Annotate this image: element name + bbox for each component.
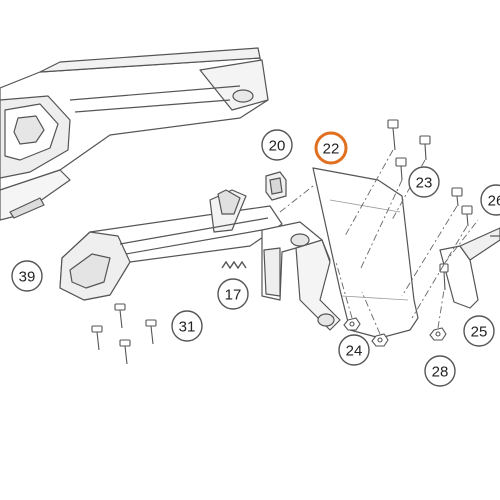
callout-circle [480,184,500,216]
callout-24: 24 [338,334,370,366]
callout-label: 26 [488,193,500,210]
callout-label: 31 [179,319,196,336]
callout-label: 24 [346,343,363,360]
callout-25: 25 [463,315,495,347]
callout-label: 22 [323,141,340,158]
callout-circle [338,334,370,366]
callout-label: 20 [269,138,286,155]
callout-label: 25 [471,324,488,341]
callout-label: 17 [225,287,242,304]
callout-circle [408,166,440,198]
callout-circle [217,278,249,310]
callout-26: 26 [480,184,500,216]
callout-circle [314,131,348,165]
callout-23: 23 [408,166,440,198]
callout-28: 28 [424,355,456,387]
screws [91,119,473,365]
callout-circle [261,129,293,161]
callout-circle [463,315,495,347]
callout-circle [424,355,456,387]
callout-22: 22 [314,131,348,165]
callout-label: 39 [19,269,36,286]
bracket-part-25 [439,227,500,309]
callout-label: 28 [432,364,449,381]
upper-frame-part [0,47,269,221]
clip-part-20 [265,171,287,201]
callout-circle [11,260,43,292]
callout-label: 23 [416,175,433,192]
plate-part-22 [312,167,419,339]
callout-17: 17 [217,278,249,310]
callout-39: 39 [11,260,43,292]
callout-31: 31 [171,310,203,342]
lower-bracket-part [59,189,341,331]
spring-part-17 [221,260,247,270]
callout-circle [171,310,203,342]
callout-20: 20 [261,129,293,161]
